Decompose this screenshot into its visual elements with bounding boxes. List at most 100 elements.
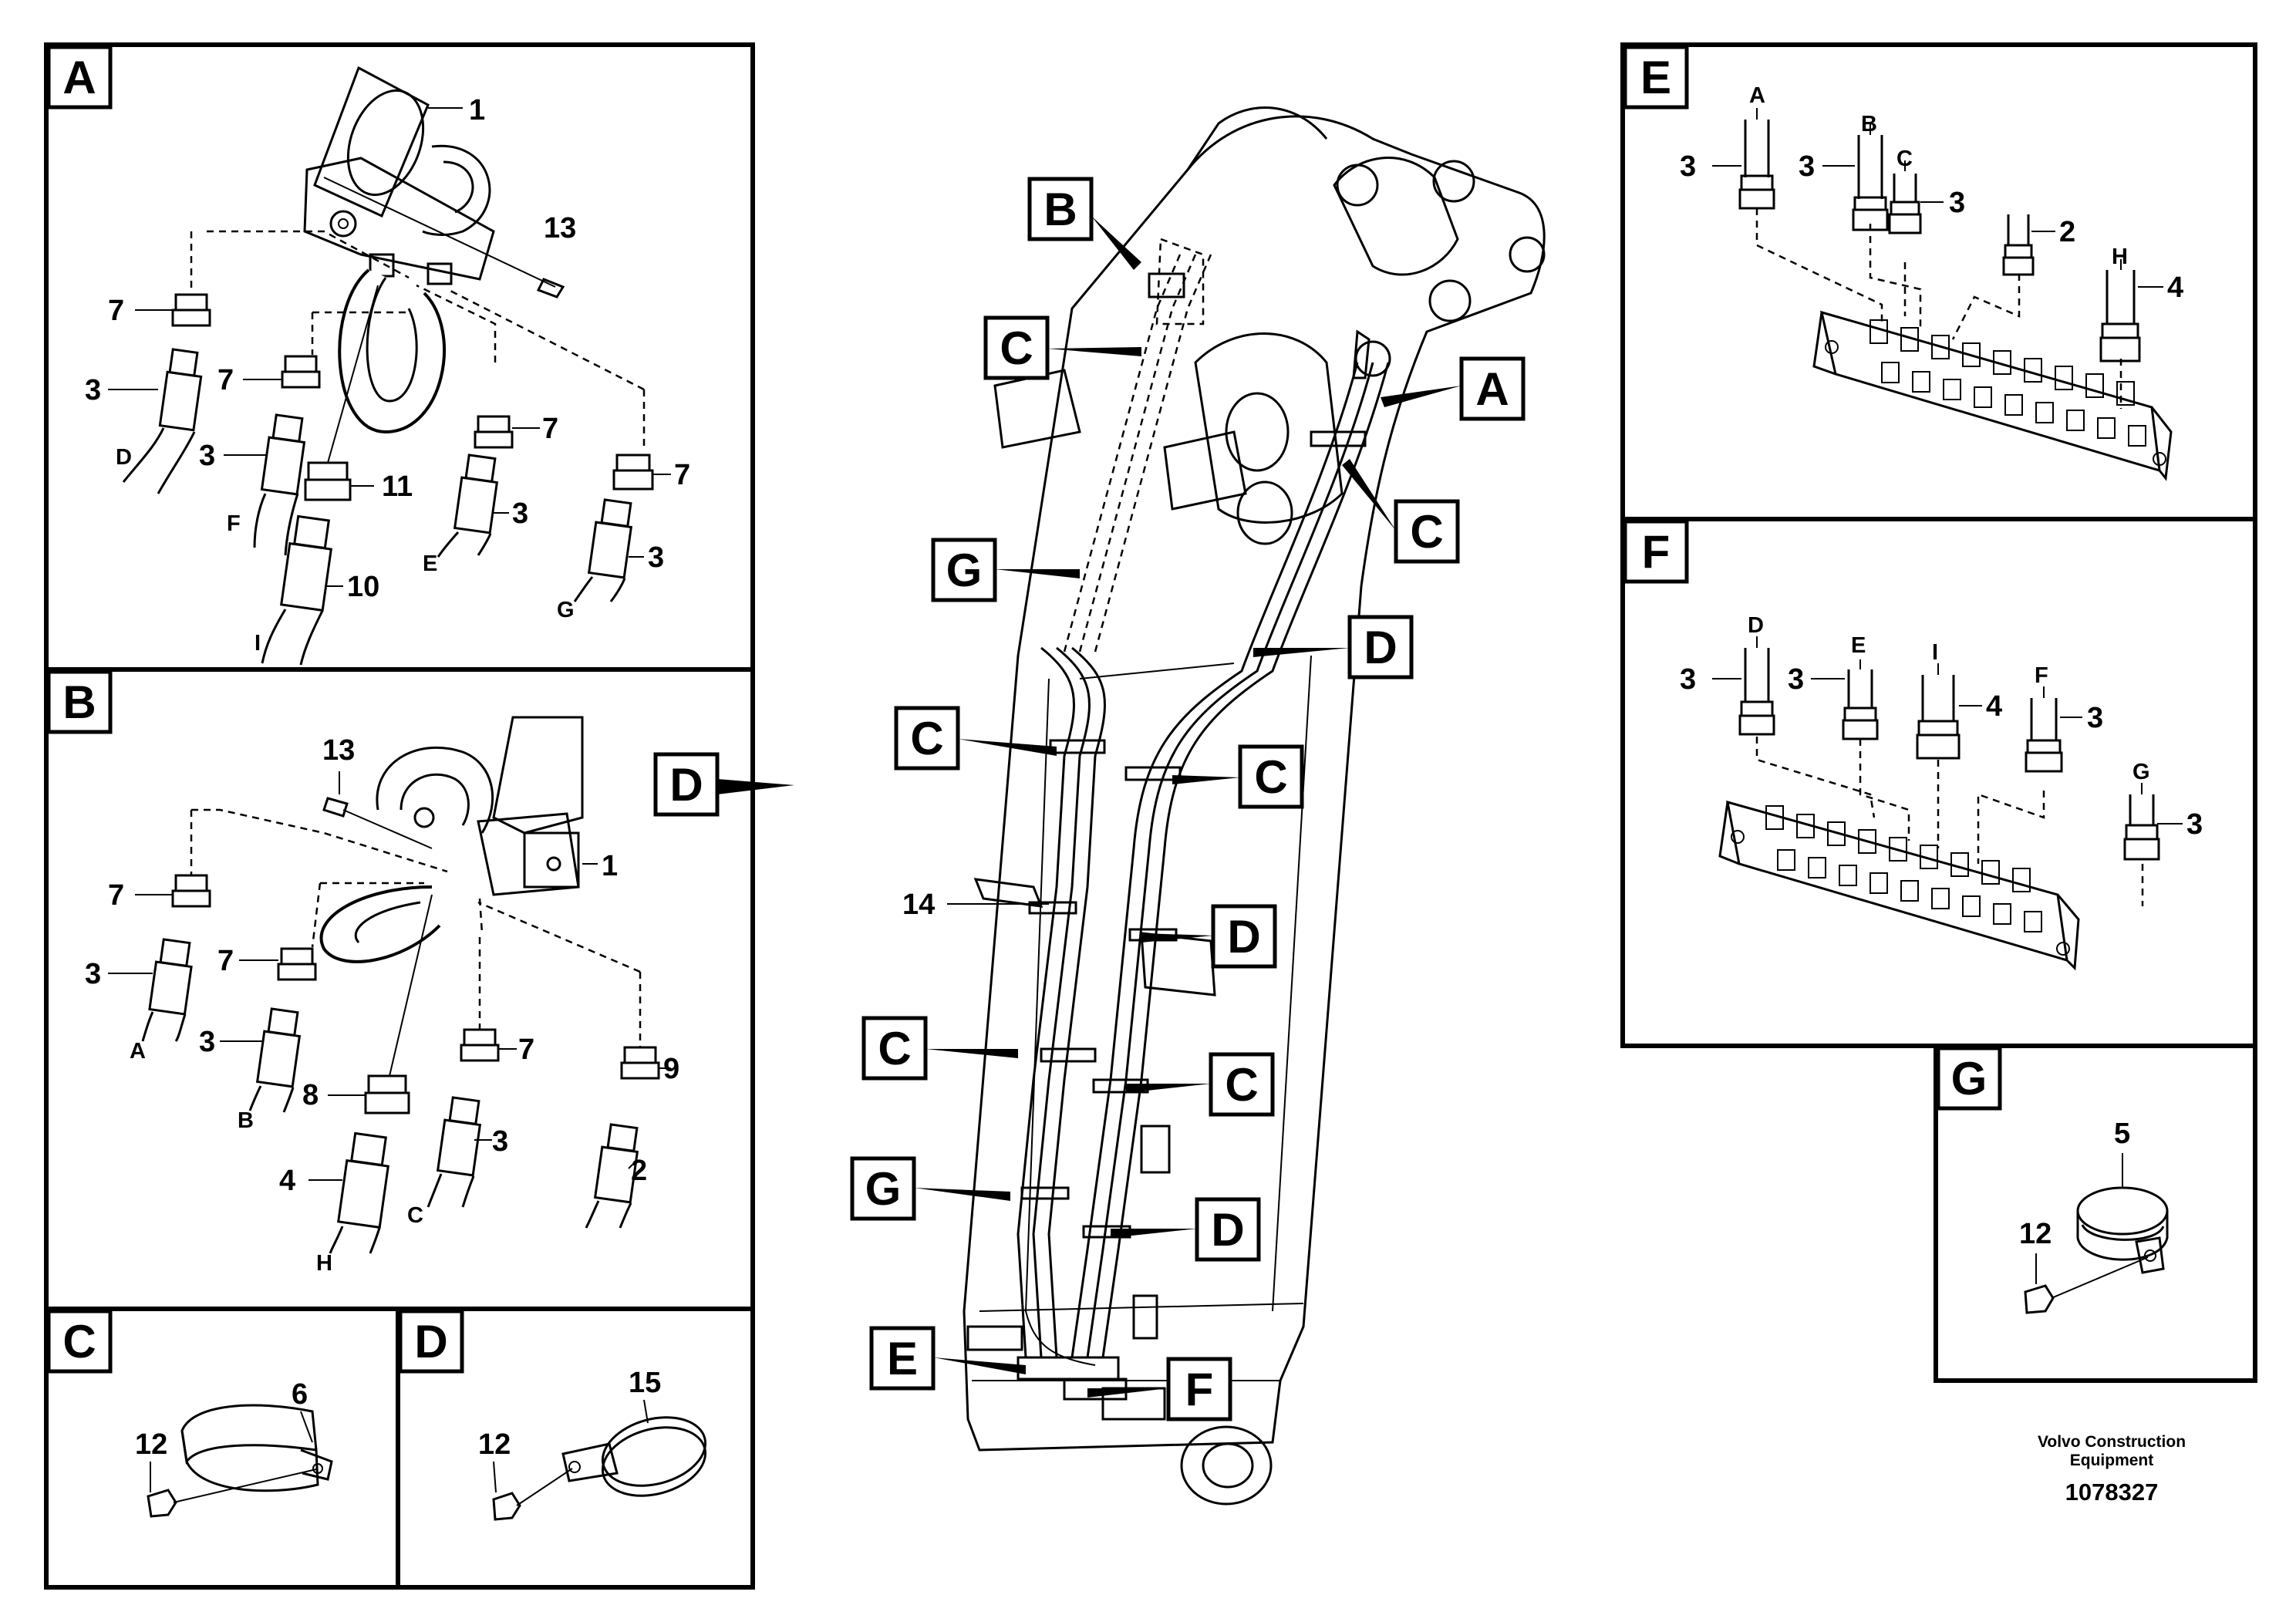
panel-f-part-3c: 3: [2087, 702, 2103, 734]
panel-a-drawing: [108, 66, 671, 666]
panel-a-part-7a: 7: [108, 295, 124, 327]
panel-b-hose-h: H: [316, 1251, 332, 1276]
callout-g-2: G: [865, 1163, 902, 1215]
svg-text:G: G: [1951, 1053, 1988, 1104]
callout-a: A: [1475, 363, 1509, 415]
callout-part-14: 14: [902, 889, 935, 921]
panel-f-hose-f: F: [2035, 663, 2048, 688]
panel-a-part-3a: 3: [85, 374, 101, 406]
panel-f-hoses: [1712, 636, 2183, 861]
boom-callouts: [653, 177, 1526, 1421]
panel-label-g: G: [1936, 1046, 2002, 1111]
panel-g-clamp: [2024, 1153, 2169, 1314]
panel-f-hose-e: E: [1851, 633, 1866, 658]
panel-f-part-3a: 3: [1680, 663, 1696, 696]
panel-a-part-7c: 7: [542, 413, 558, 445]
panel-label-d: D: [398, 1309, 464, 1374]
panel-e-part-4: 4: [2167, 271, 2183, 304]
svg-text:C: C: [62, 1316, 96, 1367]
panel-b-hose-a: A: [130, 1039, 146, 1064]
panel-e-hose-c: C: [1896, 147, 1913, 171]
panel-e-part-3b: 3: [1799, 150, 1815, 183]
panel-b-drawing: [108, 716, 671, 1254]
panel-b-part-3a: 3: [85, 958, 101, 990]
panel-label-f: F: [1623, 519, 1689, 584]
panel-e-part-3c: 3: [1949, 187, 1965, 219]
right-panel-frames: [1620, 42, 2257, 1383]
panel-e-hose-h: H: [2112, 244, 2128, 269]
panel-a-part-7b: 7: [217, 364, 234, 396]
panel-b-part-13: 13: [322, 734, 355, 767]
svg-text:A: A: [62, 52, 96, 103]
panel-b-part-1: 1: [602, 850, 618, 882]
panel-e-hoses: [1712, 108, 2163, 363]
panel-a-hose-d: D: [116, 445, 132, 470]
panel-a-part-7d: 7: [674, 459, 690, 491]
callout-b: B: [1043, 184, 1077, 235]
panel-g-part-5: 5: [2114, 1118, 2130, 1150]
panel-e-part-2: 2: [2059, 216, 2075, 248]
panel-b-part-8: 8: [302, 1079, 319, 1111]
panel-a-hose-i: I: [255, 631, 261, 656]
panel-b-part-7b: 7: [217, 945, 234, 977]
callout-c-4: C: [1254, 751, 1287, 803]
panel-b-hose-b: B: [238, 1108, 254, 1133]
callout-e: E: [887, 1333, 918, 1384]
panel-b-part-4: 4: [279, 1165, 295, 1197]
callout-c-5: C: [878, 1023, 911, 1074]
svg-text:E: E: [1640, 52, 1671, 103]
panel-label-c: C: [46, 1309, 113, 1374]
panel-b-part-3c: 3: [492, 1125, 508, 1158]
panel-a-hose-g: G: [557, 598, 575, 622]
panel-f-hose-i: I: [1932, 640, 1938, 665]
panel-d-clamp: [492, 1399, 707, 1521]
panel-b-part-9: 9: [663, 1053, 679, 1085]
credit-line-1: Volvo Construction: [2038, 1433, 2186, 1451]
panel-a-part-3c: 3: [512, 497, 528, 530]
panel-b-part-2: 2: [631, 1155, 647, 1187]
callout-c-6: C: [1225, 1059, 1258, 1111]
panel-d-part-12: 12: [478, 1428, 511, 1461]
panel-g-part-12: 12: [2019, 1218, 2052, 1250]
panel-f-part-3d: 3: [2186, 808, 2203, 841]
panel-f-manifold: [1718, 737, 2144, 971]
svg-text:D: D: [414, 1316, 447, 1367]
panel-c-part-12: 12: [135, 1428, 167, 1461]
callout-d-2: D: [669, 759, 703, 811]
reference-number: 1078327: [2065, 1479, 2159, 1506]
panel-a-part-3d: 3: [648, 541, 664, 574]
callout-c-2: C: [1410, 506, 1443, 558]
left-panel-frames: [44, 42, 755, 1590]
panel-f-part-3b: 3: [1788, 663, 1804, 696]
callout-c-1: C: [1000, 322, 1033, 374]
panel-label-e: E: [1623, 45, 1689, 110]
panel-label-b: B: [46, 669, 113, 734]
panel-e-hose-a: A: [1749, 83, 1765, 108]
panel-b-part-3b: 3: [199, 1026, 215, 1058]
panel-f-part-4: 4: [1986, 690, 2002, 723]
panel-label-a: A: [46, 45, 113, 110]
panel-a-part-11: 11: [382, 470, 413, 503]
callout-d-3: D: [1227, 911, 1260, 963]
panel-a-hose-e: E: [423, 551, 437, 576]
callout-c-3: C: [910, 713, 943, 764]
svg-text:F: F: [1642, 526, 1671, 578]
panel-e-part-3a: 3: [1680, 150, 1696, 183]
panel-c-clamp: [147, 1404, 333, 1518]
panel-b-part-7a: 7: [108, 879, 124, 912]
panel-b-hose-c: C: [407, 1203, 423, 1228]
svg-text:B: B: [62, 676, 96, 728]
callout-f: F: [1185, 1364, 1214, 1415]
panel-a-hose-f: F: [227, 511, 241, 536]
credit-line-2: Equipment: [2070, 1452, 2154, 1469]
panel-c-part-6: 6: [292, 1378, 308, 1411]
callout-d-4: D: [1211, 1204, 1244, 1256]
panel-a-part-13: 13: [544, 212, 576, 244]
panel-b-part-7c: 7: [518, 1034, 534, 1066]
panel-f-hose-d: D: [1748, 613, 1764, 638]
panel-a-part-1: 1: [469, 94, 485, 126]
panel-e-manifold: [1755, 208, 2173, 481]
callout-g-1: G: [946, 545, 983, 596]
panel-f-hose-g: G: [2132, 760, 2150, 784]
